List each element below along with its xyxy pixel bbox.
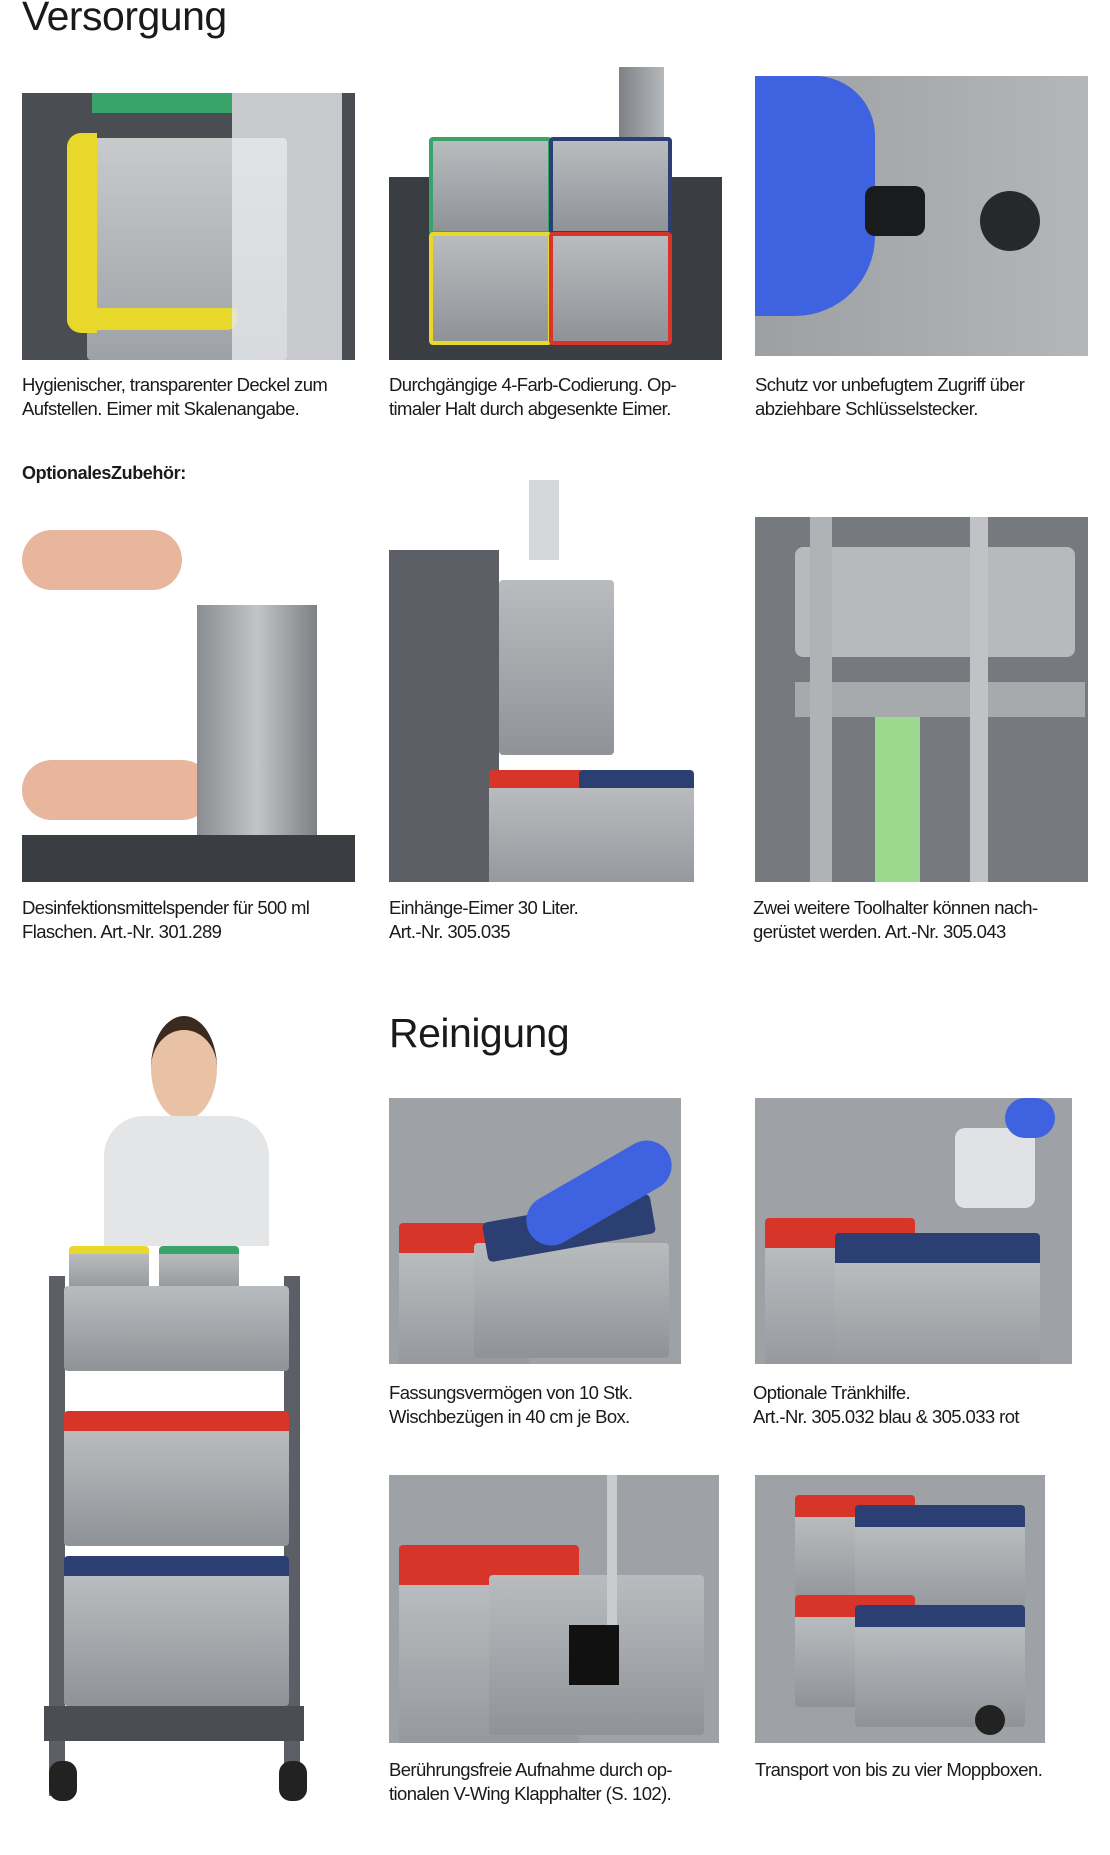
photo-soaking-aid [755,1098,1072,1364]
caption-line: Berührungsfreie Aufnahme durch op- [389,1759,673,1780]
caption-line: abziehbare Schlüsselstecker. [755,398,978,419]
caption-line: Zwei weitere Toolhalter können nach- [753,897,1038,918]
caption-tool-holders: Zwei weitere Toolhalter können nach-gerü… [753,896,1110,944]
caption-key-plug: Schutz vor unbefugtem Zugriff über abzieh… [755,373,1110,421]
photo-key-plug [755,76,1088,356]
caption-hanging-bucket: Einhänge-Eimer 30 Liter. Art.-Nr. 305.035 [389,896,749,944]
photo-woman-with-cleaning-trolley [29,1016,329,1808]
photo-disinfectant-dispenser [22,520,355,882]
photo-hanging-bucket [389,470,722,882]
caption-line: Optionale Tränkhilfe. [753,1382,911,1403]
caption-line: Wischbezügen in 40 cm je Box. [389,1406,630,1427]
caption-capacity: Fassungsvermögen von 10 Stk. Wischbezügen… [389,1381,749,1429]
caption-line: Art.-Nr. 305.032 blau & 305.033 rot [753,1406,1020,1427]
caption-dispenser: Desinfektionsmittelspender für 500 ml Fla… [22,896,382,944]
caption-line: Einhänge-Eimer 30 Liter. [389,897,579,918]
photo-tool-holders [755,517,1088,882]
photo-four-color-buckets [389,47,722,360]
section-title-reinigung: Reinigung [389,1010,570,1056]
caption-four-mop-boxes: Transport von bis zu vier Moppboxen. [755,1758,1110,1782]
caption-line: Desinfektionsmittelspender für 500 ml [22,897,310,918]
caption-line: Flaschen. Art.-Nr. 301.289 [22,921,222,942]
caption-line: tionalen V-Wing Klapphalter (S. 102). [389,1783,672,1804]
photo-transparent-lid-bucket [22,93,355,360]
caption-line: Durchgängige 4-Farb-Codierung. Op- [389,374,677,395]
photo-v-wing-holder [389,1475,719,1743]
caption-soaking-aid: Optionale Tränkhilfe. Art.-Nr. 305.032 bl… [753,1381,1110,1429]
subheading-optional-accessories: OptionalesZubehör: [22,463,186,483]
caption-v-wing: Berührungsfreie Aufnahme durch op-tional… [389,1758,769,1806]
caption-line: Transport von bis zu vier Moppboxen. [755,1759,1043,1780]
caption-line: Fassungsvermögen von 10 Stk. [389,1382,633,1403]
caption-line: Art.-Nr. 305.035 [389,921,511,942]
caption-line: gerüstet werden. Art.-Nr. 305.043 [753,921,1006,942]
caption-line: Hygienischer, transparenter Deckel zum [22,374,328,395]
caption-line: Schutz vor unbefugtem Zugriff über [755,374,1025,395]
photo-mop-box-capacity [389,1098,681,1364]
section-title-versorgung: Versorgung [22,0,227,39]
caption-line: timaler Halt durch abgesenkte Eimer. [389,398,671,419]
caption-color-coding: Durchgängige 4-Farb-Codierung. Op-timale… [389,373,749,421]
caption-line: Aufstellen. Eimer mit Skalenangabe. [22,398,300,419]
photo-four-mop-boxes [755,1475,1045,1743]
